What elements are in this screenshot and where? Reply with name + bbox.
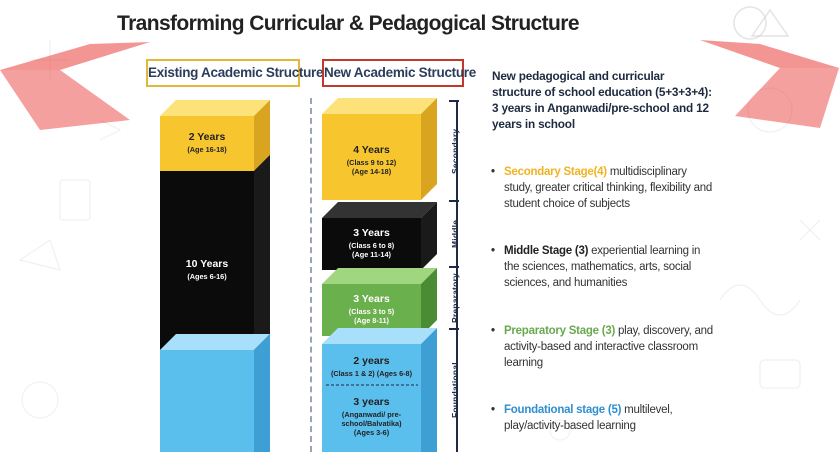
class-text: (Class 3 to 5) <box>348 307 395 316</box>
new-foundational-b-label: 3 years (Anganwadi/ pre- school/Balvatik… <box>322 396 421 437</box>
bullet-middle: • Middle Stage (3) experiential learning… <box>491 243 713 291</box>
axis-tick <box>449 328 459 330</box>
bullet-dot: • <box>491 166 495 178</box>
banner-ribbon <box>0 40 839 130</box>
stage-label-foundational: Foundational <box>450 362 460 418</box>
stage-name: Secondary Stage(4) <box>504 166 607 178</box>
class-text: (Class 1 & 2) (Ages 6-8) <box>330 369 413 378</box>
stage-desc: experiential learning in the sciences, m… <box>504 245 701 289</box>
existing-block-blue <box>160 334 270 452</box>
class-text: school/Balvatika) <box>341 419 402 428</box>
existing-block-10-years <box>160 155 270 350</box>
class-text: (Class 6 to 8) <box>348 241 395 250</box>
new-preparatory-label: 3 Years (Class 3 to 5) (Age 8-11) <box>322 293 421 325</box>
age-text: (Ages 6-16) <box>187 272 227 281</box>
new-block-middle <box>322 202 437 270</box>
axis-tick <box>449 266 459 268</box>
existing-top-label: 2 Years (Age 16-18) <box>160 131 254 154</box>
stage-desc: multilevel, play/activity-based learning <box>504 404 673 432</box>
stage-name: Foundational stage (5) <box>504 404 622 416</box>
bullet-preparatory: • Preparatory Stage (3) play, discovery,… <box>491 323 713 371</box>
age-text: (Age 14-18) <box>351 167 392 176</box>
age-text: (Ages 3-6) <box>353 428 390 437</box>
stage-name: Middle Stage (3) <box>504 245 589 257</box>
years-text: 2 Years <box>188 131 226 143</box>
years-text: 4 Years <box>353 144 390 156</box>
stage-desc: multidisciplinary study, greater critica… <box>504 166 713 210</box>
age-text: (Age 11-14) <box>352 250 391 259</box>
new-block-preparatory <box>322 268 437 336</box>
new-middle-label: 3 Years (Class 6 to 8) (Age 11-14) <box>322 227 421 259</box>
class-text: (Class 9 to 12) <box>346 158 397 167</box>
stage-desc: play, discovery, and activity-based and … <box>504 325 713 369</box>
stage-name: Preparatory Stage (3) <box>504 325 616 337</box>
stage-label-preparatory: Preparatory <box>450 273 460 323</box>
axis-tick <box>449 200 459 202</box>
new-foundational-a-label: 2 years (Class 1 & 2) (Ages 6-8) <box>322 355 421 378</box>
class-text: (Anganwadi/ pre- <box>341 410 402 419</box>
new-secondary-label: 4 Years (Class 9 to 12) (Age 14-18) <box>322 144 421 176</box>
existing-middle-label: 10 Years (Ages 6-16) <box>160 258 254 281</box>
stage-label-secondary: Secondary <box>450 128 460 174</box>
bullet-dot: • <box>491 404 495 416</box>
stage-label-middle: Middle <box>450 219 460 249</box>
page-title: Transforming Curricular & Pedagogical St… <box>117 12 580 35</box>
bullet-foundational: • Foundational stage (5) multilevel, pla… <box>491 402 713 434</box>
existing-structure-header: Existing Academic Structure <box>146 59 324 87</box>
new-block-secondary <box>322 98 437 200</box>
years-text: 3 years <box>353 396 390 408</box>
years-text: 3 Years <box>353 293 390 305</box>
years-text: 2 years <box>353 355 390 367</box>
bullet-secondary: • Secondary Stage(4) multidisciplinary s… <box>491 164 713 212</box>
existing-block-2-years <box>160 100 270 171</box>
age-text: (Age 8-11) <box>354 316 389 325</box>
age-text: (Age 16-18) <box>187 145 227 154</box>
stage-axis-line <box>456 100 458 452</box>
new-structure-header: New Academic Structure <box>322 59 476 87</box>
new-block-foundational <box>322 328 437 452</box>
years-text: 10 Years <box>185 258 229 270</box>
years-text: 3 Years <box>353 227 390 239</box>
logo-icon <box>733 6 790 40</box>
bullet-dot: • <box>491 325 495 337</box>
bullet-dot: • <box>491 245 495 257</box>
intro-text: New pedagogical and curricular structure… <box>492 69 712 131</box>
axis-tick <box>449 100 459 102</box>
divider-dashed <box>310 98 312 452</box>
